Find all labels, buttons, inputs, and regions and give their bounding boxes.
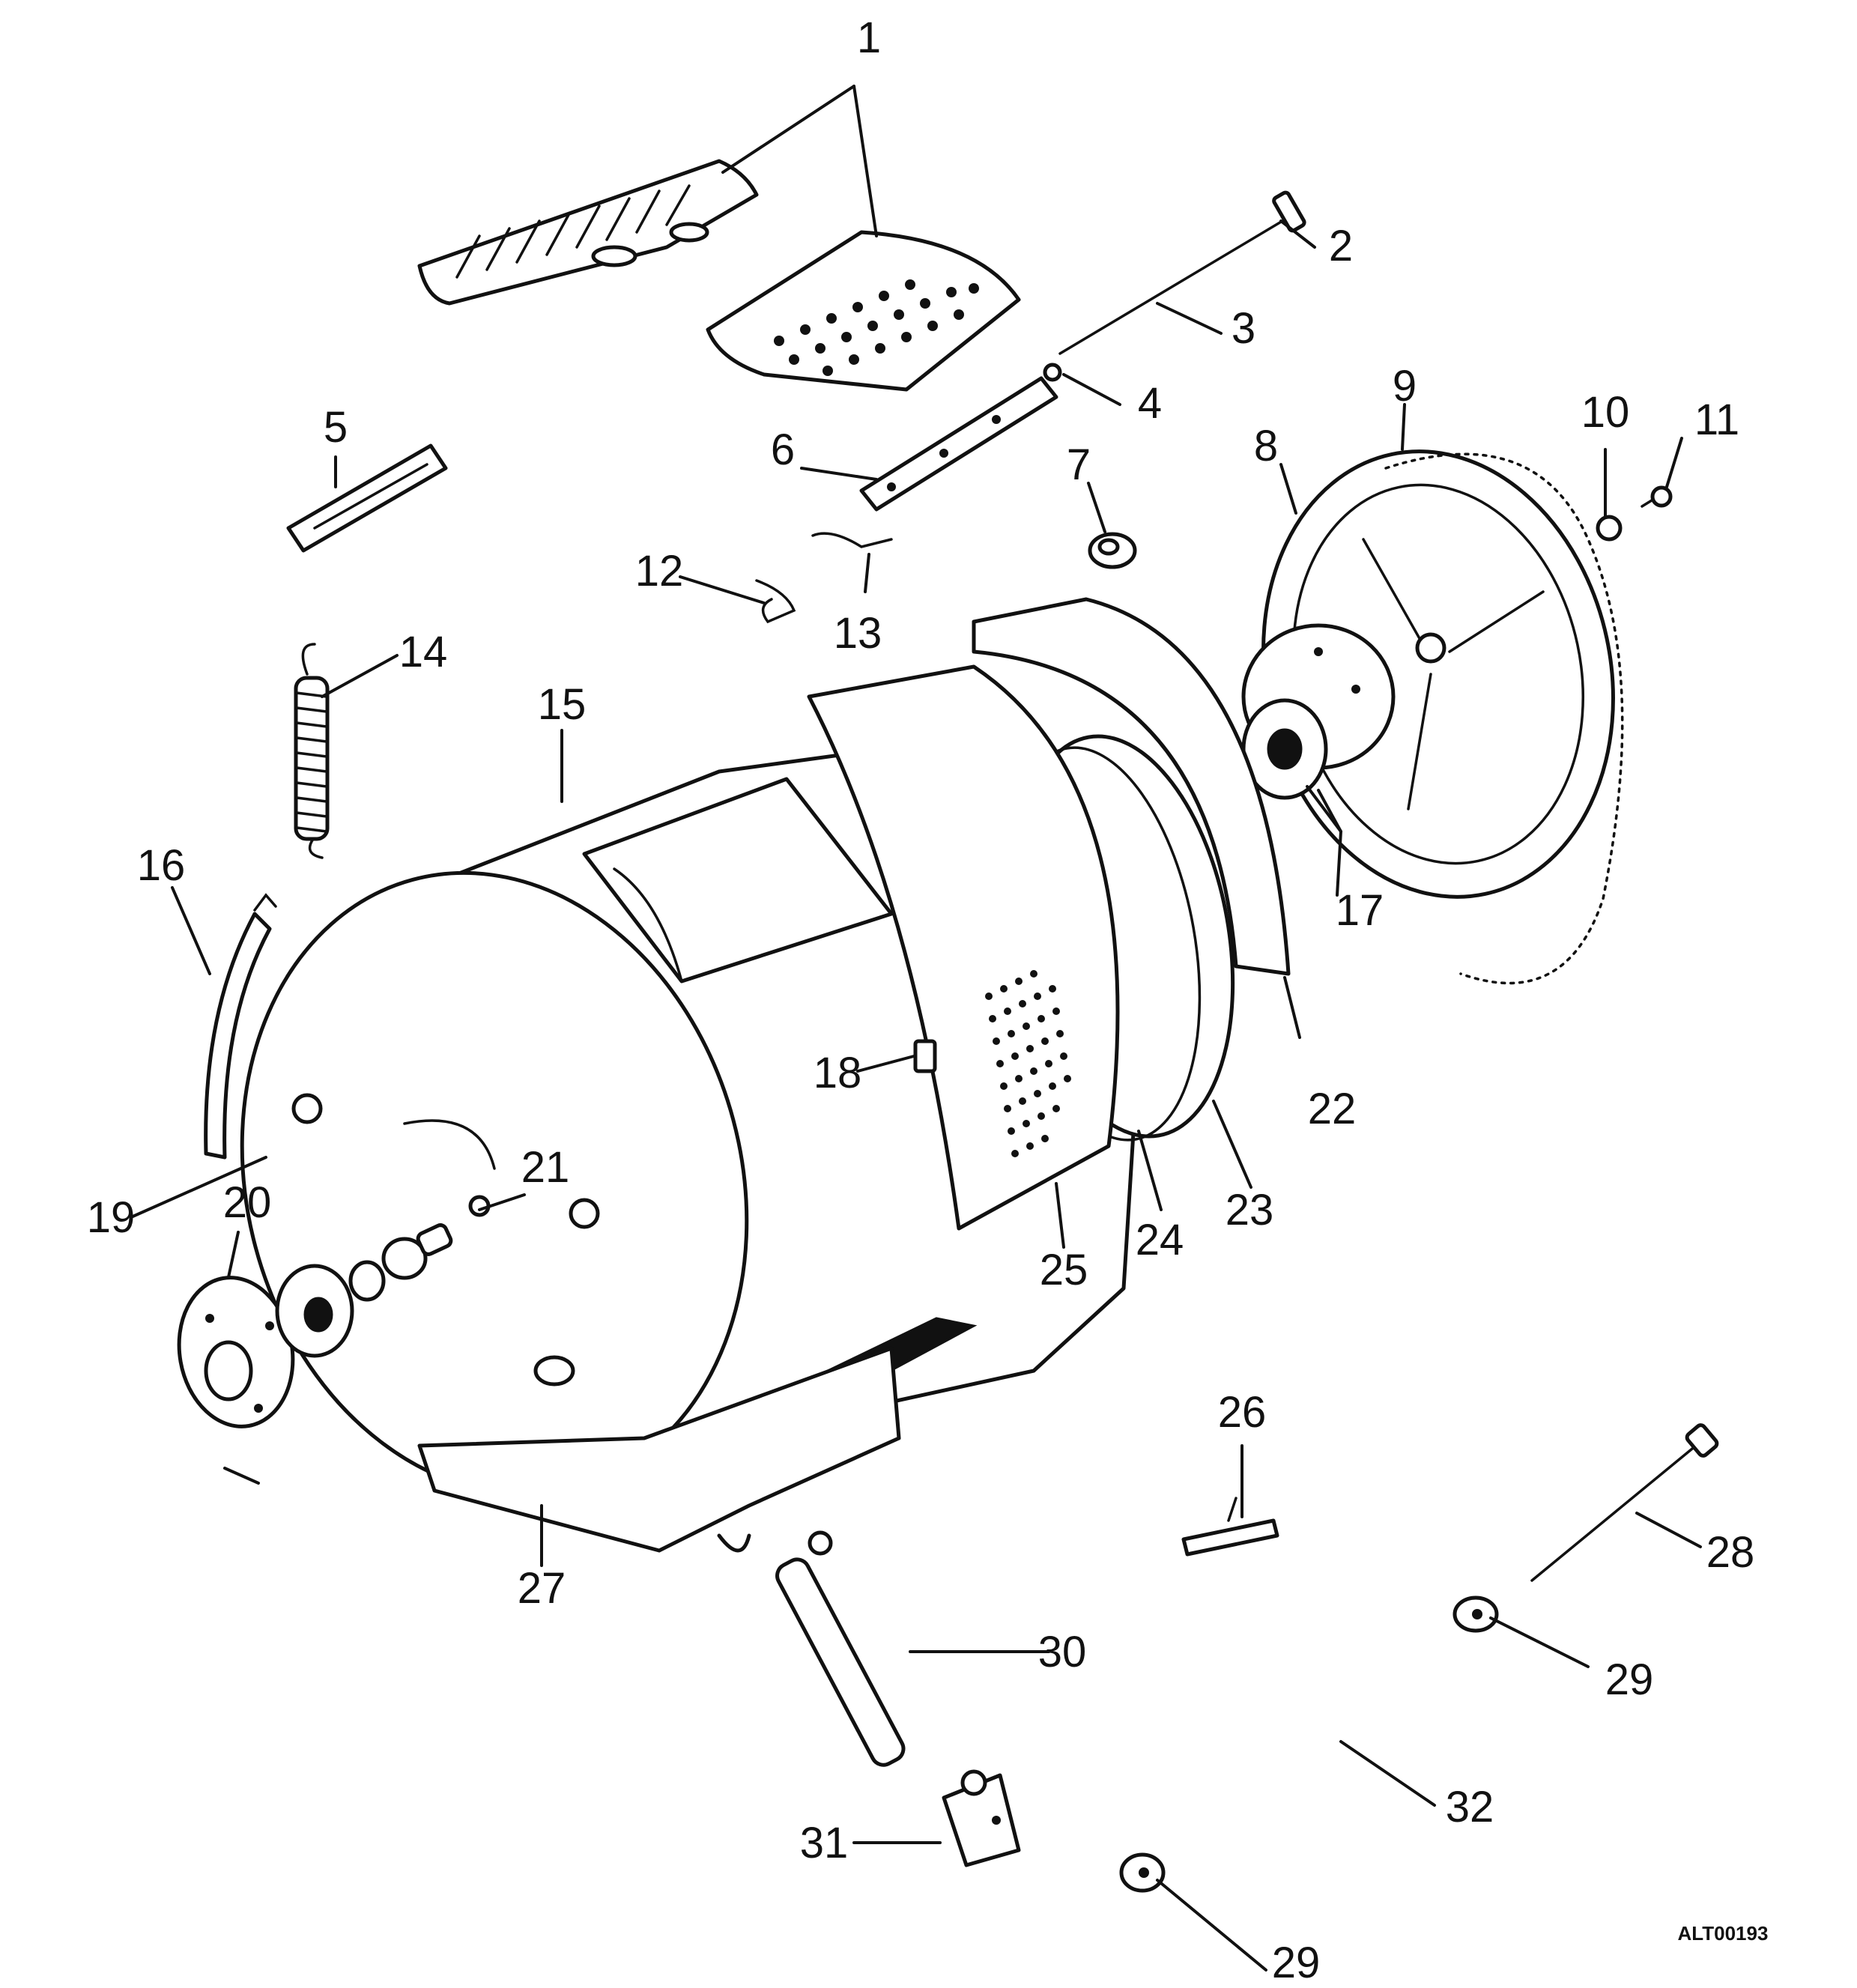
part-27-base-pan (417, 1346, 901, 1553)
part-25-perforated-drum (807, 664, 1120, 1231)
part-5-bracket (286, 443, 448, 553)
part-29-nut-upper (1452, 1595, 1499, 1633)
part-26-bracket (1181, 1497, 1279, 1557)
callout-29-upper: 29 (1605, 1655, 1654, 1704)
callout-9: 9 (1393, 362, 1417, 410)
part-20-bearing-hub (275, 1260, 386, 1358)
part-18-lug (913, 1039, 937, 1073)
callout-15: 15 (538, 680, 587, 729)
part-12-spring-clip (755, 579, 796, 624)
callout-3: 3 (1232, 304, 1255, 353)
callout-11: 11 (1694, 396, 1739, 444)
part-3-tie-rod (1058, 219, 1284, 355)
callout-2: 2 (1329, 222, 1353, 270)
part-2-bolt-head (1272, 190, 1306, 233)
callout-27: 27 (518, 1564, 566, 1613)
callout-7: 7 (1067, 440, 1091, 489)
callout-20: 20 (223, 1178, 272, 1227)
callout-16: 16 (137, 841, 186, 890)
part-13-spring-clip (811, 532, 893, 548)
callout-4: 4 (1138, 379, 1162, 428)
part-6-hinge-strip (859, 376, 1058, 512)
callout-1: 1 (857, 13, 881, 62)
reference-code: ALT00193 (1678, 1922, 1769, 1945)
callout-30: 30 (1038, 1628, 1087, 1676)
callout-labels: 1 2 3 4 5 6 7 8 9 10 11 12 13 14 15 16 1… (87, 13, 1769, 1987)
part-32-rod (1223, 1679, 1411, 1811)
part-11-screw (1641, 485, 1673, 508)
part-19-front-flange (177, 1276, 295, 1428)
callout-17: 17 (1336, 886, 1384, 935)
callout-13: 13 (834, 609, 882, 658)
part-30-shock-absorber (775, 1530, 906, 1767)
part-9-drive-belt (1384, 452, 1624, 985)
callout-32: 32 (1446, 1783, 1494, 1831)
callout-29-lower: 29 (1272, 1939, 1321, 1987)
callout-6: 6 (771, 425, 795, 474)
callout-5: 5 (324, 403, 348, 452)
part-1-baffle-covers (417, 159, 1021, 392)
part-7-bushing (1088, 532, 1137, 569)
callout-21: 21 (521, 1143, 570, 1192)
part-8-drum-pulley (1261, 449, 1615, 899)
part-16-curved-strap (204, 893, 277, 1160)
part-22-drum-rim (972, 597, 1291, 976)
part-14-tension-spring (294, 643, 330, 859)
callout-22: 22 (1308, 1085, 1357, 1133)
callout-24: 24 (1136, 1216, 1184, 1264)
callout-12: 12 (635, 547, 684, 596)
callout-8: 8 (1254, 422, 1278, 470)
callout-26: 26 (1218, 1388, 1267, 1437)
part-28-long-bolt (1530, 1423, 1719, 1582)
callout-19: 19 (87, 1193, 136, 1242)
callout-14: 14 (399, 628, 448, 676)
callout-18: 18 (814, 1049, 862, 1097)
part-31-mount-bracket (942, 1769, 1021, 1867)
leader-lines (130, 85, 1702, 1972)
callout-28: 28 (1706, 1528, 1755, 1577)
part-10-nut (1596, 515, 1623, 542)
part-4-rod-nut (1043, 363, 1062, 382)
part-17-rear-hub-and-seal (1241, 623, 1396, 800)
callout-23: 23 (1226, 1186, 1274, 1234)
callout-31: 31 (800, 1819, 849, 1867)
callout-10: 10 (1581, 388, 1630, 437)
callout-25: 25 (1040, 1246, 1088, 1294)
part-29-nut-lower (1119, 1852, 1166, 1893)
